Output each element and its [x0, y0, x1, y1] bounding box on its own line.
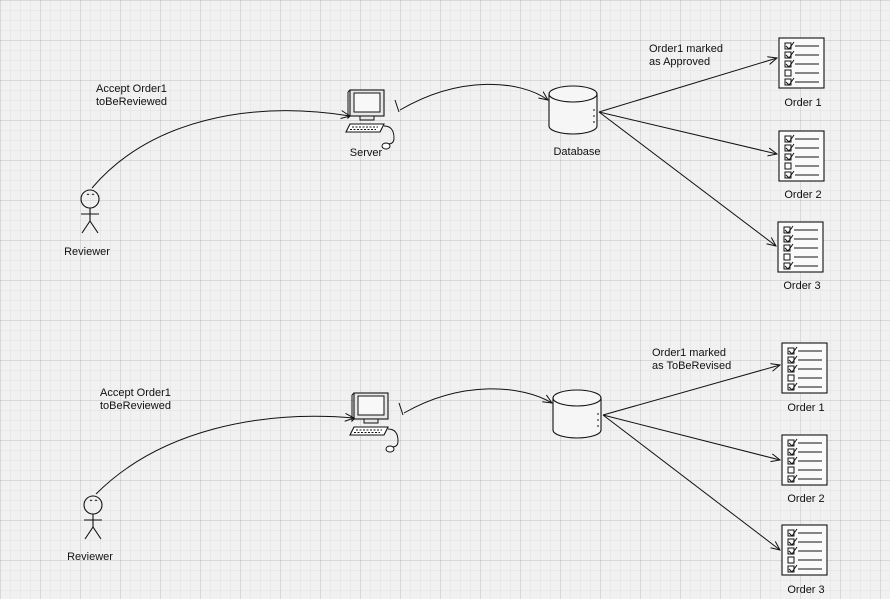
server-to-database-arrow-2 [403, 388, 552, 414]
reviewer-label-2: Reviewer [67, 551, 113, 563]
server-computer-icon-2 [349, 392, 399, 453]
reviewer-figure-1 [80, 189, 100, 234]
database-to-order-2-arrow-2 [602, 414, 780, 460]
order-1-checklist-icon-2 [781, 342, 828, 394]
server-label-1: Server [349, 147, 383, 159]
action-note-line1-1: Accept Order1 [96, 83, 167, 95]
order-3-checklist-icon-1 [777, 221, 824, 273]
panel-1 [80, 37, 825, 273]
server-to-database-arrow-1 [399, 83, 548, 111]
database-to-order-3-arrow-2 [602, 414, 780, 550]
reviewer-to-server-arrow-1 [91, 111, 350, 189]
order-3-label-2: Order 3 [787, 584, 825, 596]
order-1-checklist-icon-1 [778, 37, 825, 89]
database-to-order-3-arrow-1 [598, 111, 776, 246]
order-3-label-1: Order 3 [783, 280, 821, 292]
status-note-line2-2: as ToBeRevised [652, 360, 732, 372]
reviewer-figure-2 [83, 495, 103, 540]
database-label-1: Database [553, 146, 601, 158]
status-note-line1-2: Order1 marked [652, 347, 726, 359]
server-computer-icon-1 [345, 89, 395, 150]
database-cylinder-icon-1 [548, 85, 598, 135]
database-to-order-1-arrow-1 [598, 58, 777, 113]
order-2-checklist-icon-1 [778, 130, 825, 182]
database-to-order-1-arrow-2 [602, 365, 780, 416]
order-1-label-1: Order 1 [784, 97, 822, 109]
action-note-line2-1: toBeReviewed [96, 96, 167, 108]
order-2-label-2: Order 2 [787, 493, 825, 505]
order-3-checklist-icon-2 [781, 524, 828, 576]
panel-2 [83, 342, 828, 576]
action-note-line1-2: Accept Order1 [100, 387, 171, 399]
reviewer-to-server-arrow-2 [95, 416, 354, 495]
status-note-line2-1: as Approved [649, 56, 711, 68]
status-note-line1-1: Order1 marked [649, 43, 723, 55]
database-cylinder-icon-2 [552, 389, 602, 439]
order-1-label-2: Order 1 [787, 402, 825, 414]
order-2-label-1: Order 2 [784, 189, 822, 201]
action-note-line2-2: toBeReviewed [100, 400, 171, 412]
database-to-order-2-arrow-1 [598, 111, 777, 154]
order-2-checklist-icon-2 [781, 434, 828, 486]
reviewer-label-1: Reviewer [64, 246, 110, 258]
